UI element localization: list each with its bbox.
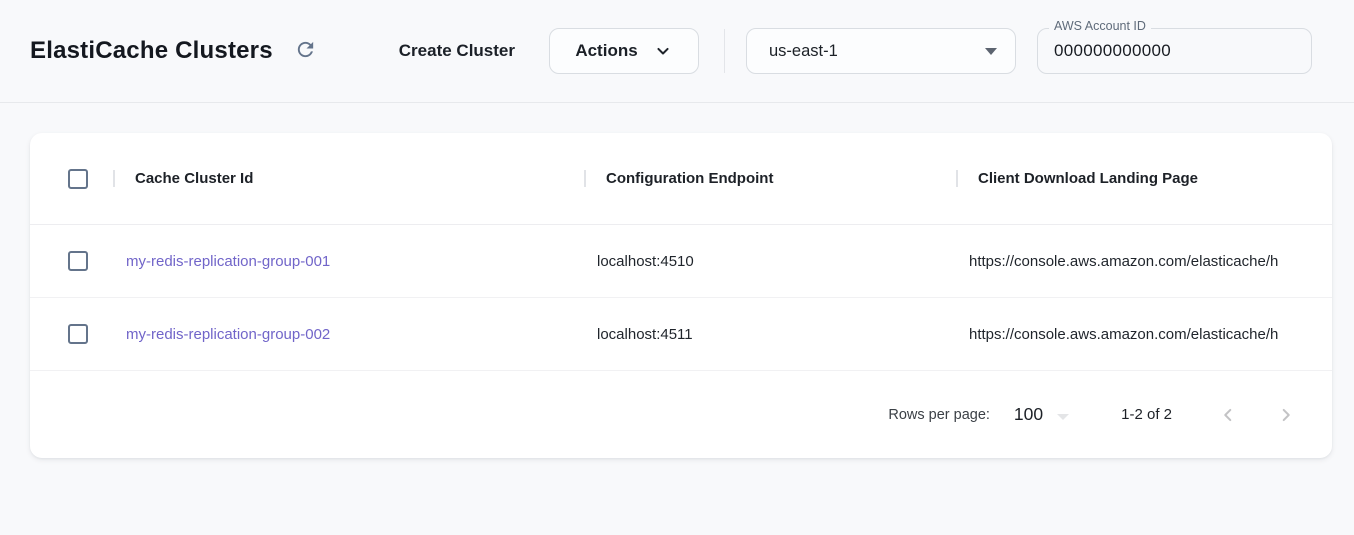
- refresh-button[interactable]: [289, 34, 323, 68]
- chevron-left-icon: [1217, 404, 1239, 426]
- row-checkbox[interactable]: [68, 324, 88, 344]
- rows-per-page-value: 100: [1013, 404, 1044, 424]
- cluster-id-link[interactable]: my-redis-replication-group-002: [126, 325, 331, 343]
- actions-button[interactable]: Actions: [549, 28, 699, 74]
- cell-configuration-endpoint: localhost:4511: [597, 325, 693, 343]
- cell-landing-page: https://console.aws.amazon.com/elasticac…: [969, 252, 1279, 270]
- select-all-checkbox[interactable]: [68, 168, 88, 189]
- header-checkbox-cell: [30, 168, 113, 189]
- chevron-down-icon: [653, 41, 673, 61]
- cell-cache-cluster-id: my-redis-replication-group-002: [113, 326, 584, 343]
- table-row: my-redis-replication-group-001 localhost…: [30, 225, 1332, 298]
- row-checkbox-cell: [30, 324, 113, 344]
- actions-button-label: Actions: [575, 41, 638, 60]
- column-header-configuration-endpoint[interactable]: Configuration Endpoint: [584, 170, 956, 187]
- rows-per-page-label: Rows per page:: [888, 406, 990, 423]
- cluster-id-link[interactable]: my-redis-replication-group-001: [126, 252, 331, 270]
- aws-account-id-input[interactable]: [1054, 41, 1295, 61]
- cell-configuration-endpoint: localhost:4510: [597, 252, 694, 270]
- pagination-bar: Rows per page: 100 1-2 of 2: [30, 371, 1332, 458]
- aws-account-id-label: AWS Account ID: [1049, 19, 1151, 33]
- cell-cache-cluster-id: my-redis-replication-group-001: [113, 253, 584, 270]
- row-checkbox[interactable]: [68, 251, 88, 271]
- caret-down-icon: [1057, 414, 1070, 420]
- pagination-range-label: 1-2 of 2: [1121, 406, 1172, 423]
- clusters-table-card: Cache Cluster Id Configuration Endpoint …: [30, 133, 1332, 458]
- row-checkbox-cell: [30, 251, 113, 271]
- next-page-button[interactable]: [1272, 401, 1300, 429]
- region-select[interactable]: us-east-1: [746, 28, 1016, 74]
- column-header-cache-cluster-id[interactable]: Cache Cluster Id: [113, 170, 584, 187]
- region-select-value: us-east-1: [769, 41, 838, 60]
- app-header: ElastiCache Clusters Create Cluster Acti…: [0, 0, 1354, 103]
- create-cluster-button[interactable]: Create Cluster: [398, 41, 515, 60]
- table-header-row: Cache Cluster Id Configuration Endpoint …: [30, 133, 1332, 225]
- aws-account-id-field: AWS Account ID: [1037, 19, 1312, 74]
- column-header-client-download-landing-page[interactable]: Client Download Landing Page: [956, 170, 1332, 187]
- chevron-right-icon: [1275, 404, 1297, 426]
- cell-landing-page: https://console.aws.amazon.com/elasticac…: [969, 325, 1279, 343]
- refresh-icon: [294, 38, 317, 64]
- table-row: my-redis-replication-group-002 localhost…: [30, 298, 1332, 371]
- dropdown-arrow-icon: [985, 47, 997, 55]
- rows-per-page-select[interactable]: 100: [1013, 404, 1070, 425]
- header-divider: [724, 29, 725, 73]
- previous-page-button[interactable]: [1214, 401, 1242, 429]
- page-title: ElastiCache Clusters: [30, 37, 273, 64]
